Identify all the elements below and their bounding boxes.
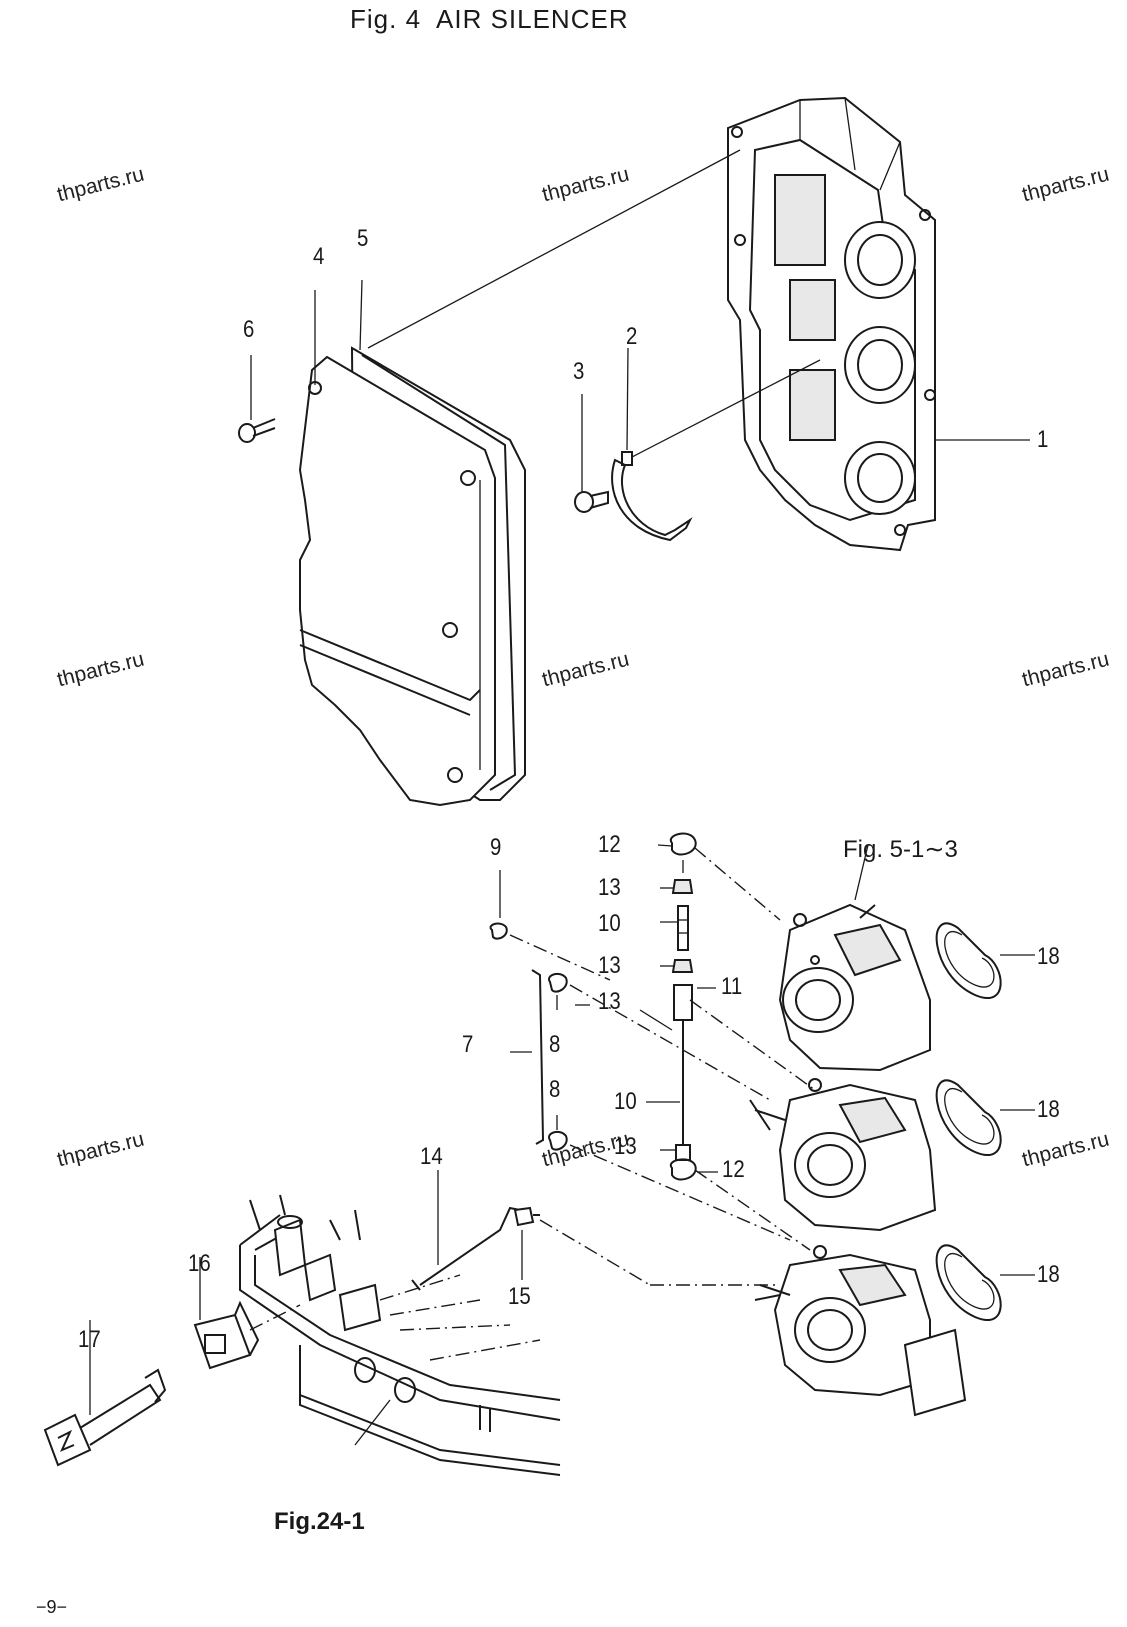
fig-24-reference: Fig.24-1	[274, 1508, 365, 1535]
callout-7: 7	[462, 1031, 474, 1058]
callout-2: 2	[626, 323, 638, 350]
callout-18c: 18	[1037, 1261, 1060, 1288]
callout-8: 8	[549, 1031, 561, 1058]
page-number: −9−	[36, 1597, 68, 1617]
figure-label: Fig. 4	[350, 4, 422, 34]
silencer-case	[727, 96, 1030, 552]
carburetor-bottom	[754, 1245, 967, 1417]
screw-6	[238, 355, 276, 443]
link-rod-7	[489, 870, 791, 1241]
silencer-cover	[298, 149, 741, 807]
nut-15	[513, 1206, 780, 1286]
callout-13c: 13	[598, 988, 621, 1015]
gaskets-18	[935, 922, 1035, 1321]
callout-13d: 13	[614, 1133, 637, 1160]
bolt-3	[574, 394, 609, 513]
callout-16: 16	[188, 1250, 211, 1277]
callout-6: 6	[243, 316, 255, 343]
callout-8b: 8	[549, 1076, 561, 1103]
figure-title: AIR SILENCER	[436, 4, 629, 34]
callout-18: 18	[1037, 943, 1060, 970]
callout-17: 17	[78, 1326, 101, 1353]
callout-13b: 13	[598, 952, 621, 979]
callout-3: 3	[573, 358, 585, 385]
bracket-2	[611, 347, 821, 542]
callout-4: 4	[313, 243, 325, 270]
callout-15: 15	[508, 1283, 531, 1310]
block-16	[193, 1257, 301, 1370]
carburetor-middle	[749, 1078, 937, 1232]
callout-10: 10	[598, 910, 621, 937]
linkage-rod	[639, 832, 816, 1251]
callout-14: 14	[420, 1143, 443, 1170]
callout-1: 1	[1037, 426, 1049, 453]
knob-17	[43, 1320, 167, 1467]
callout-13: 13	[598, 874, 621, 901]
callout-9: 9	[490, 834, 502, 861]
callout-12b: 12	[722, 1156, 745, 1183]
fig-5-reference: Fig. 5-1∼3	[843, 836, 958, 863]
callout-10b: 10	[614, 1088, 637, 1115]
bottom-bracket	[239, 1194, 561, 1476]
carburetor-top	[778, 903, 931, 1072]
callout-18b: 18	[1037, 1096, 1060, 1123]
callout-11: 11	[721, 973, 743, 1000]
throttle-rod-14	[411, 1170, 521, 1291]
callout-5: 5	[357, 225, 369, 252]
callout-12: 12	[598, 831, 621, 858]
